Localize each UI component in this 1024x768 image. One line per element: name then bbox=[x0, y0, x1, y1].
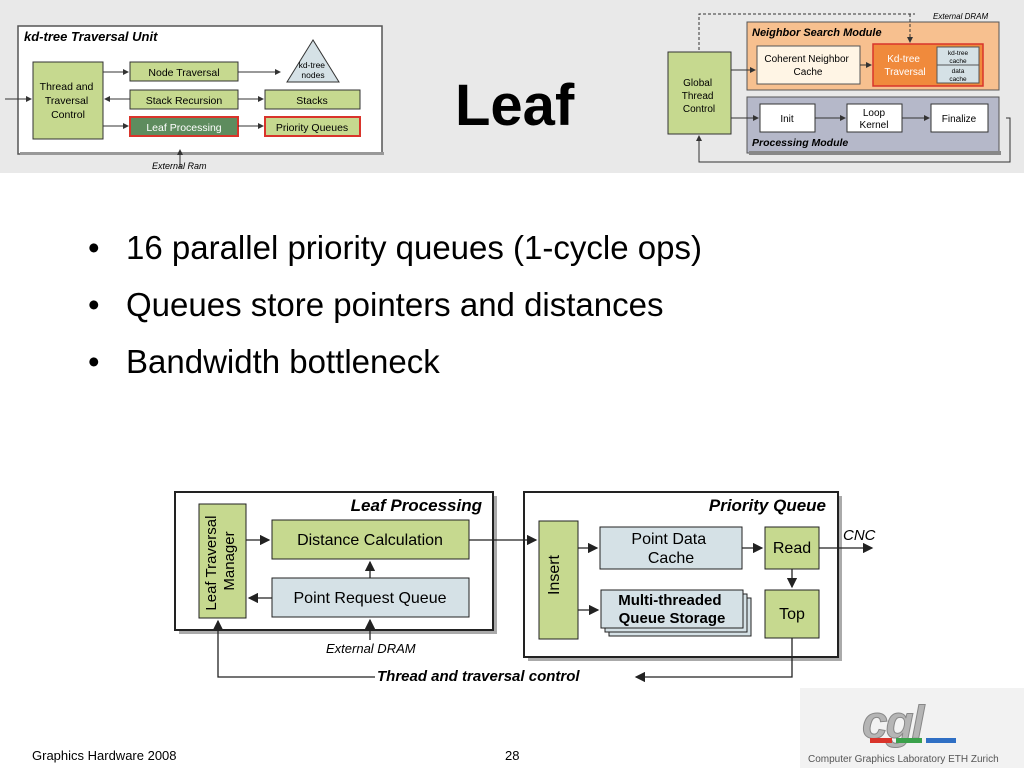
bullet-item: •16 parallel priority queues (1-cycle op… bbox=[88, 229, 702, 266]
cnc-label: CNC bbox=[843, 527, 876, 544]
point-data-cache: Point Data Cache bbox=[631, 531, 710, 567]
read-box: Read bbox=[773, 540, 811, 557]
sys-init: Init bbox=[780, 114, 794, 125]
priority-queue-title: Priority Queue bbox=[709, 496, 826, 515]
kd-thread-control: Thread and Traversal Control bbox=[40, 81, 97, 121]
kd-nodes: kd-tree nodes bbox=[299, 60, 328, 80]
top-box: Top bbox=[779, 606, 805, 623]
kd-priority-queues: Priority Queues bbox=[276, 122, 348, 134]
sys-coherent-cache: Coherent Neighbor Cache bbox=[764, 54, 851, 78]
distance-calculation: Distance Calculation bbox=[297, 532, 443, 549]
slide-title: Leaf bbox=[455, 73, 575, 138]
leaf-external-dram: External DRAM bbox=[326, 641, 416, 656]
kd-node-traversal: Node Traversal bbox=[148, 67, 219, 79]
bullet-list: •16 parallel priority queues (1-cycle op… bbox=[88, 222, 702, 393]
cgl-caption: Computer Graphics Laboratory ETH Zurich bbox=[808, 754, 999, 765]
kd-unit-title: kd-tree Traversal Unit bbox=[24, 29, 158, 44]
bullet-item: •Queues store pointers and distances bbox=[88, 286, 664, 323]
sys-external-dram: External DRAM bbox=[933, 12, 988, 21]
kd-leaf-processing: Leaf Processing bbox=[146, 122, 221, 134]
cgl-logo: cgl Computer Graphics Laboratory ETH Zur… bbox=[800, 688, 1024, 768]
leaf-traversal-manager: Leaf Traversal Manager bbox=[203, 511, 238, 610]
queue-storage: Multi-threaded Queue Storage bbox=[618, 592, 726, 627]
leaf-processing-title: Leaf Processing bbox=[351, 496, 483, 515]
thread-traversal-control: Thread and traversal control bbox=[377, 668, 580, 685]
point-request-queue: Point Request Queue bbox=[294, 590, 447, 607]
kd-tree-unit-diagram: kd-tree Traversal Unit Thread and Traver… bbox=[5, 25, 384, 171]
kd-stack-recursion: Stack Recursion bbox=[146, 95, 223, 107]
bullet-item: •Bandwidth bottleneck bbox=[88, 343, 440, 380]
insert-box: Insert bbox=[546, 554, 563, 595]
system-diagram: External DRAM Neighbor Search Module Coh… bbox=[667, 12, 1011, 163]
sys-kd-traversal: Kd-tree Traversal bbox=[884, 54, 925, 78]
sys-global-control: Global Thread Control bbox=[682, 78, 716, 115]
sys-neighbor-search: Neighbor Search Module bbox=[752, 27, 882, 39]
kd-stacks: Stacks bbox=[296, 95, 328, 107]
footer-conference: Graphics Hardware 2008 bbox=[32, 748, 177, 763]
sys-processing-module: Processing Module bbox=[752, 137, 848, 149]
kd-external-ram: External Ram bbox=[152, 161, 207, 171]
sys-finalize: Finalize bbox=[942, 114, 977, 125]
page-number: 28 bbox=[505, 748, 520, 763]
